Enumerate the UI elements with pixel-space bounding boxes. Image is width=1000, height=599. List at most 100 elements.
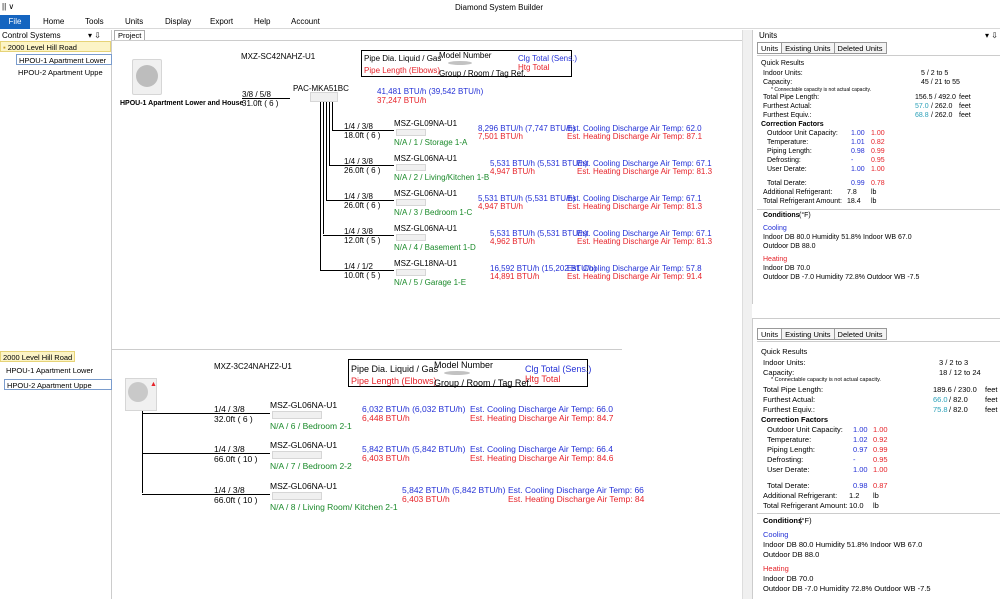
cf-cooling: 1.01 <box>851 139 865 146</box>
divider <box>757 513 1000 514</box>
row-cooling-discharge: Est. Cooling Discharge Air Temp: 67.1 <box>577 159 712 168</box>
folder-icon: ▪ <box>3 43 6 52</box>
tab-existing-units[interactable]: Existing Units <box>781 42 835 54</box>
indoor-unit-icon[interactable] <box>396 269 426 276</box>
row-tag: N/A / 5 / Garage 1-E <box>394 278 467 287</box>
total-derate-cooling: 0.98 <box>853 481 868 490</box>
branch-box-model: PAC-MKA51BC <box>293 84 349 93</box>
pin-icon[interactable]: ▾ ⇩ <box>88 31 101 40</box>
cf-heating: 1.00 <box>871 166 885 173</box>
tree-item-hpou-1[interactable]: HPOU-1 Apartment Lower <box>16 54 112 65</box>
menu-units[interactable]: Units <box>125 17 144 26</box>
indoor-unit-icon[interactable] <box>272 411 322 419</box>
additional-refrigerant-unit: lb <box>871 189 877 196</box>
total-derate-label: Total Derate: <box>767 180 807 187</box>
mitsubishi-logo-icon: ▲ <box>150 381 157 388</box>
menu-display[interactable]: Display <box>165 17 192 26</box>
cf-heating: 1.00 <box>871 130 885 137</box>
total-derate-heating: 0.87 <box>873 481 888 490</box>
row-htg: 6,448 BTU/h <box>362 413 410 423</box>
tab-units[interactable]: Units <box>757 42 783 54</box>
row-heating-discharge: Est. Heating Discharge Air Temp: 81.3 <box>567 202 703 211</box>
tab-units[interactable]: Units <box>757 328 783 340</box>
row-htg: 4,947 BTU/h <box>478 202 523 211</box>
total-pipe-label: Total Pipe Length: <box>763 94 820 101</box>
row-length: 26.0ft ( 6 ) <box>344 201 381 210</box>
tab-deleted-units[interactable]: Deleted Units <box>833 328 887 340</box>
indoor-unit-icon[interactable] <box>396 234 426 241</box>
outdoor-unit-icon[interactable] <box>132 59 162 95</box>
indoor-unit-icon[interactable] <box>396 129 426 136</box>
row-pipe: 1/4 / 1/2 <box>344 262 373 271</box>
furthest-actual-label: Furthest Actual: <box>763 103 812 110</box>
menu-account[interactable]: Account <box>291 17 320 26</box>
furthest-actual-max: / 82.0 <box>949 395 968 404</box>
row-cooling-discharge: Est. Cooling Discharge Air Temp: 62.0 <box>567 124 702 133</box>
total-refrigerant-label: Total Refrigerant Amount: <box>763 501 848 510</box>
total-refrigerant-unit: lb <box>873 501 879 510</box>
sys1-main-pipe: 3/8 / 5/8 <box>242 90 271 99</box>
total-refrigerant-value: 10.0 <box>849 501 864 510</box>
row-cooling-discharge: Est. Cooling Discharge Air Temp: 66 <box>508 485 644 495</box>
outdoor-unit-icon-2[interactable]: ▲ <box>125 378 157 411</box>
row-length: 18.0ft ( 6 ) <box>344 131 381 140</box>
cf-cooling: - <box>851 157 854 164</box>
row-pipe: 1/4 / 3/8 <box>344 122 373 131</box>
tree-item-hpou-2[interactable]: HPOU-2 Apartment Uppe <box>18 68 103 77</box>
heating-conditions-line2: Outdoor DB -7.0 Humidity 72.8% Outdoor W… <box>763 274 920 281</box>
additional-refrigerant-label: Additional Refrigerant: <box>763 189 833 196</box>
row-heating-discharge: Est. Heating Discharge Air Temp: 84 <box>508 494 645 504</box>
menu-tools[interactable]: Tools <box>85 17 104 26</box>
total-pipe-value: 189.6 / 230.0 <box>933 385 977 394</box>
pipe-line <box>323 235 394 236</box>
indoor-model: MSZ-GL06NA-U1 <box>394 224 458 233</box>
tree-root[interactable]: ▪ 2000 Level Hill Road <box>0 41 111 52</box>
row-length: 66.0ft ( 10 ) <box>214 495 258 505</box>
tree-root-2[interactable]: 2000 Level Hill Road <box>0 351 75 362</box>
sys2-outdoor-model: MXZ-3C24NAHZ2-U1 <box>214 362 292 371</box>
indoor-unit-icon[interactable] <box>272 451 322 459</box>
indoor-unit-icon[interactable] <box>396 199 426 206</box>
tab-existing-units[interactable]: Existing Units <box>781 328 835 340</box>
quick-results-heading: Quick Results <box>761 347 808 356</box>
row-clg: 8,296 BTU/h (7,747 BTU/h) <box>478 124 576 133</box>
menu-home[interactable]: Home <box>43 17 65 26</box>
canvas-scrollbar[interactable] <box>742 30 752 599</box>
total-derate-label: Total Derate: <box>767 481 810 490</box>
pipe-line <box>142 453 270 454</box>
heating-conditions-line1: Indoor DB 70.0 <box>763 574 814 583</box>
tab-deleted-units[interactable]: Deleted Units <box>833 42 887 54</box>
window-title: Diamond System Builder <box>455 3 544 12</box>
row-pipe: 1/4 / 3/8 <box>344 157 373 166</box>
pipe-line <box>142 413 270 414</box>
indoor-unit-icon[interactable] <box>272 492 322 500</box>
legend-box: Pipe Dia. Liquid / Gas Pipe Length (Elbo… <box>361 50 577 78</box>
cf-heating: 0.95 <box>873 455 888 464</box>
tree-item-hpou-2-b[interactable]: HPOU-2 Apartment Uppe <box>4 379 112 390</box>
tab-project[interactable]: Project <box>114 30 146 41</box>
tree-item-hpou-1-b[interactable]: HPOU-1 Apartment Lower <box>6 366 94 375</box>
row-heating-discharge: Est. Heating Discharge Air Temp: 84.6 <box>470 453 614 463</box>
menu-help[interactable]: Help <box>254 17 271 26</box>
row-tag: N/A / 8 / Living Room/ Kitchen 2-1 <box>270 502 398 512</box>
row-clg: 16,592 BTU/h (15,202 BTU/h) <box>490 264 597 273</box>
capacity-value: 45 / 21 to 55 <box>921 79 960 86</box>
pin-icon[interactable]: ▾ ⇩ <box>985 31 998 40</box>
branch-box-icon[interactable] <box>310 92 338 102</box>
indoor-unit-icon[interactable] <box>396 164 426 171</box>
furthest-equiv-max: / 262.0 <box>931 112 953 119</box>
row-tag: N/A / 4 / Basement 1-D <box>394 243 476 252</box>
row-pipe: 1/4 / 3/8 <box>344 192 373 201</box>
indoor-model: MSZ-GL18NA-U1 <box>394 259 458 268</box>
quick-access-toolbar[interactable]: || ∨ <box>2 2 15 11</box>
row-pipe: 1/4 / 3/8 <box>344 227 373 236</box>
cf-label: User Derate: <box>767 465 810 474</box>
menu-export[interactable]: Export <box>210 17 234 26</box>
file-menu-button[interactable]: File <box>0 15 30 29</box>
row-cooling-discharge: Est. Cooling Discharge Air Temp: 67.1 <box>567 194 702 203</box>
row-tag: N/A / 7 / Bedroom 2-2 <box>270 461 352 471</box>
pipe-line <box>329 165 394 166</box>
cf-label: Defrosting: <box>767 455 804 464</box>
